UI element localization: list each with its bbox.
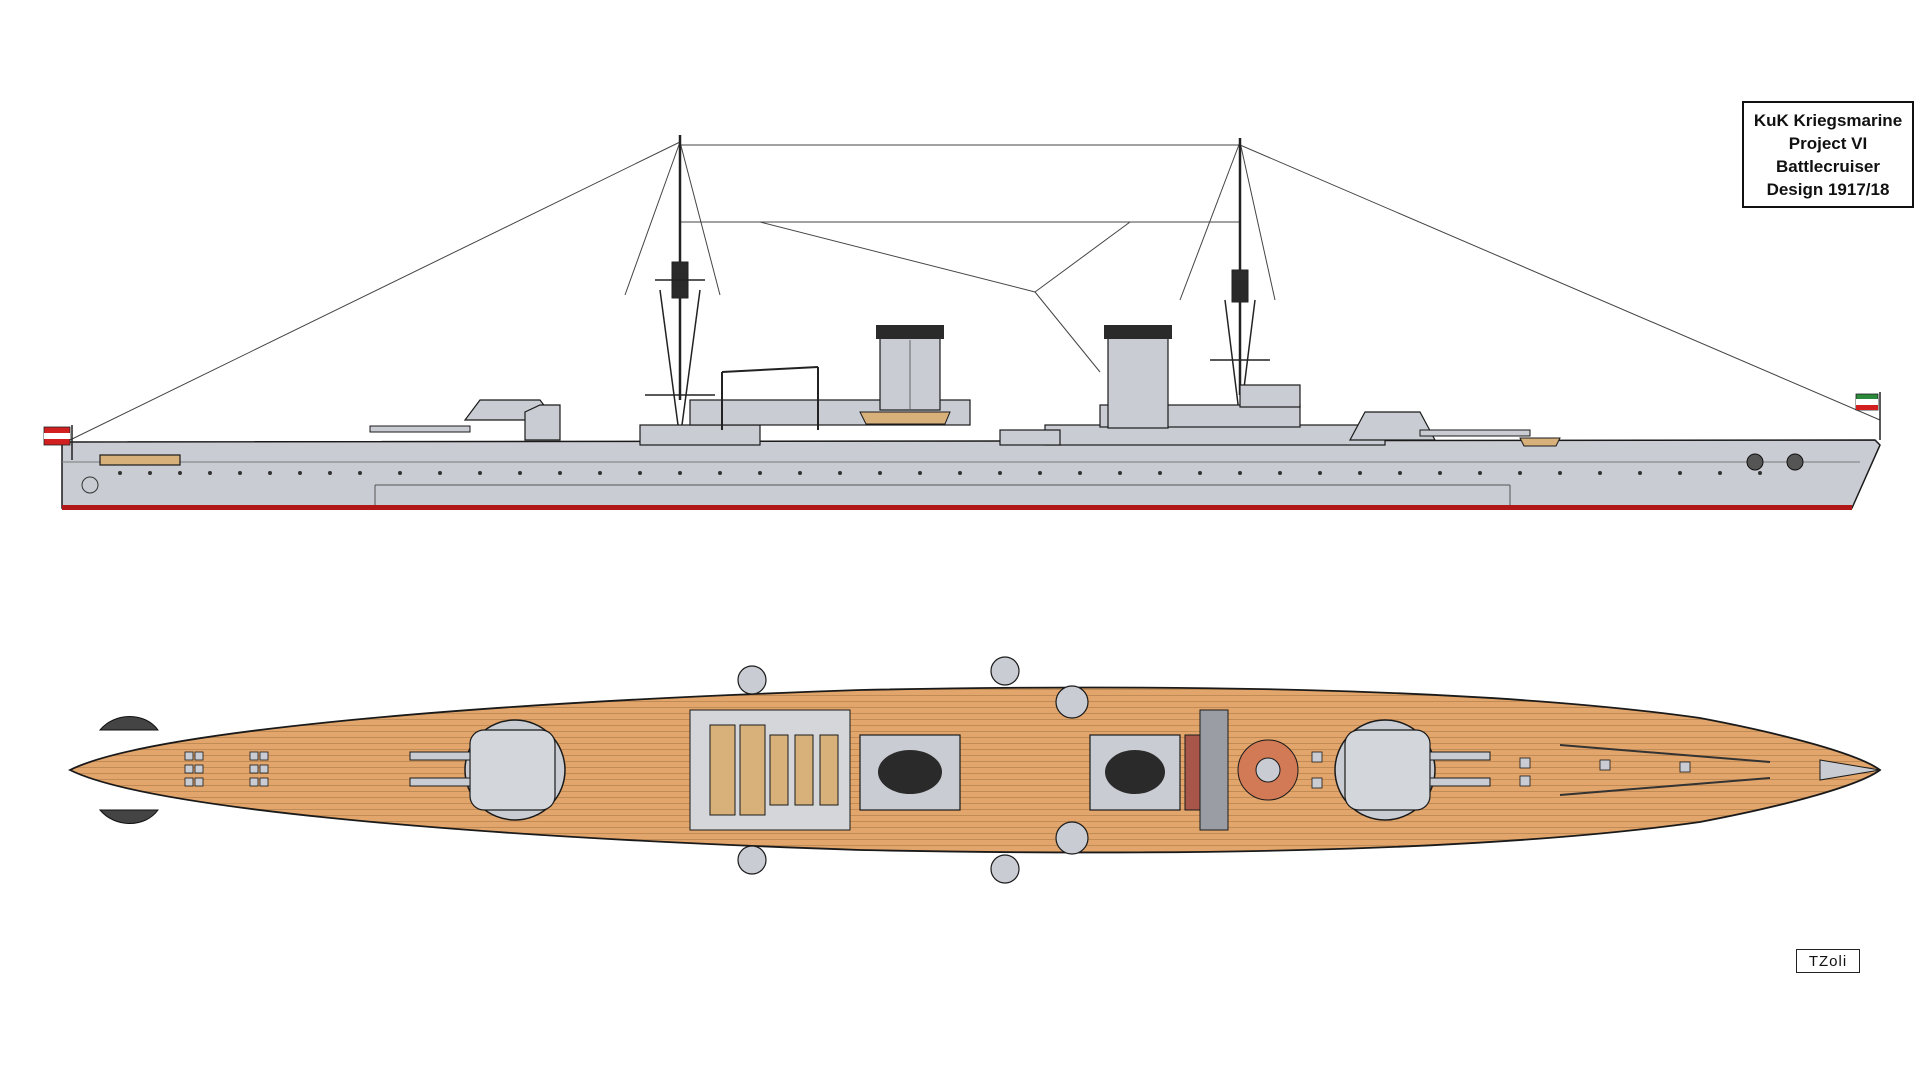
fore-turret-plan [409, 719, 566, 821]
deck-fittings [184, 751, 1691, 789]
title-line-navy: KuK Kriegsmarine [1753, 110, 1903, 130]
title-line-project: Project VI [1788, 133, 1868, 153]
side-hull [61, 439, 1881, 510]
stern-flag [43, 425, 73, 460]
stern-crest [81, 476, 99, 494]
deck-plan-view [67, 656, 1882, 884]
portholes [118, 471, 1762, 475]
boat-deck [689, 709, 851, 831]
stern-sponsons [98, 716, 159, 824]
bow-flag [1855, 392, 1881, 440]
rigging-lines [69, 141, 1881, 441]
title-line-design: Design 1917/18 [1766, 179, 1890, 199]
title-block: KuK Kriegsmarine Project VI Battlecruise… [1742, 101, 1914, 208]
bow-anchor-2 [1786, 453, 1804, 471]
fore-funnel-plan [859, 734, 961, 811]
boat-crane [721, 366, 819, 430]
mainmast [1210, 138, 1270, 421]
anchor-chains [1559, 744, 1771, 796]
aft-turret-side [1348, 411, 1531, 441]
aft-turret-plan [1334, 719, 1491, 821]
title-line-type: Battlecruiser [1776, 156, 1880, 176]
fore-funnel [876, 325, 944, 411]
foremast [645, 135, 715, 441]
aft-bridge-plan [1199, 709, 1299, 831]
side-elevation-view [43, 135, 1881, 510]
bow-anchor [1746, 453, 1764, 471]
secondary-mounts [737, 656, 1089, 884]
side-boats [859, 411, 1561, 447]
artist-signature: TZoli [1796, 949, 1860, 973]
aft-funnel [1104, 325, 1172, 429]
fore-turret-side [369, 399, 561, 441]
